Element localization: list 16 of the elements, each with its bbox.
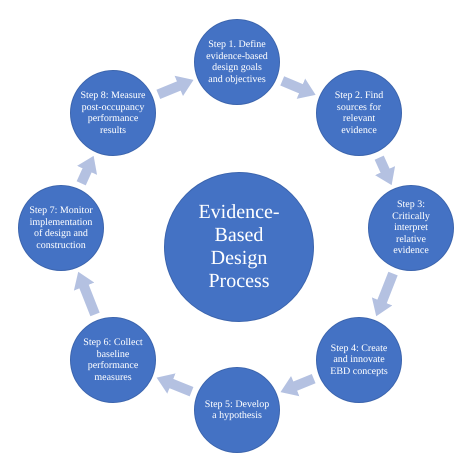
step-text: Step 7: Monitor implementation of design and construction	[28, 205, 94, 251]
step-text: Step 6: Collect baseline performance measures	[83, 337, 143, 383]
center-title: Evidence-Based Design Process	[197, 201, 281, 293]
step-text: Step 3: Critically interpret relative evidence	[391, 199, 431, 257]
arrow	[156, 373, 194, 396]
step-text: Step 2. Find sources for relevant evidence	[334, 90, 384, 136]
arrow	[374, 156, 396, 186]
step-text: Step 1. Define evidence-based design goals and objectives	[205, 39, 269, 85]
step-text: Step 5: Develop a hypothesis	[204, 398, 270, 422]
arrow	[372, 272, 398, 316]
arrow	[280, 374, 316, 396]
arrow	[280, 76, 316, 99]
arrow	[74, 272, 100, 316]
step-text: Step 4: Create and innovate EBD concepts	[329, 342, 389, 378]
arrow	[76, 156, 98, 186]
step-text: Step 8: Measure post-occupancy performance results	[80, 90, 146, 136]
